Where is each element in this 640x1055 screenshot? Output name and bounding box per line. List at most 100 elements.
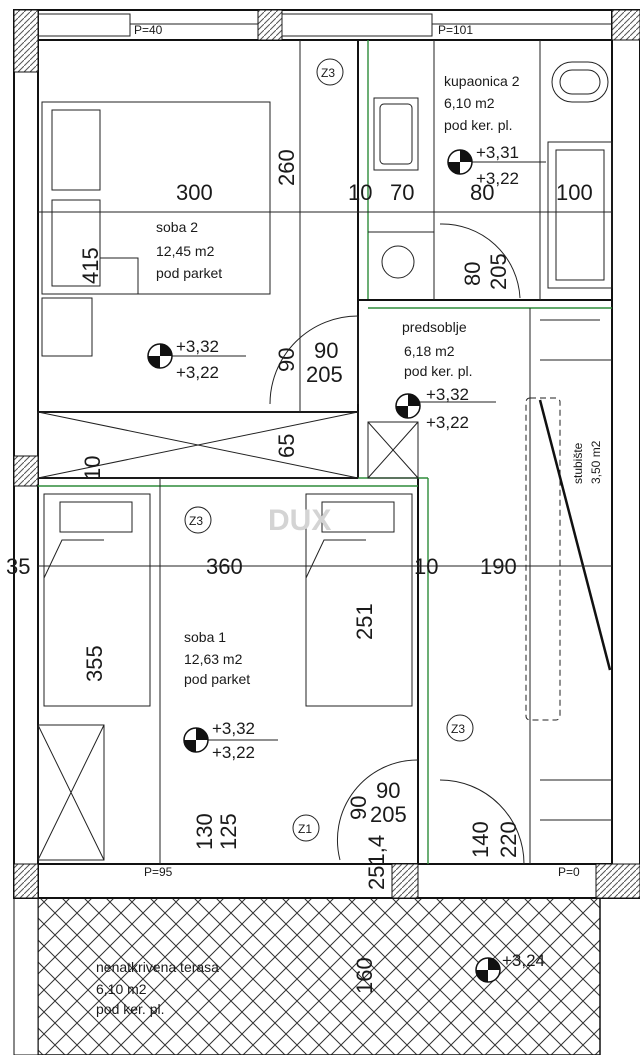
level-soba2-bottom: +3,22	[176, 363, 219, 382]
dim-90v: 90	[274, 348, 299, 372]
room-stubiste-name: stubište	[571, 442, 585, 484]
level-soba1-top: +3,32	[212, 719, 255, 738]
tag-z3-top	[316, 58, 344, 86]
sink	[373, 97, 419, 171]
dim-90c: 90	[376, 778, 400, 803]
level-soba2-top: +3,32	[176, 337, 219, 356]
room-soba2-floor: pod parket	[156, 265, 222, 281]
dim-2514: 251,4	[364, 835, 389, 890]
dim-90a: 90	[314, 338, 338, 363]
window-label-p0: P=0	[558, 865, 580, 879]
level-kup-top: +3,31	[476, 143, 519, 162]
shower	[547, 141, 613, 289]
tag-z3-mid-label: Z3	[189, 514, 203, 528]
room-terasa-area: 6,10 m2	[96, 981, 147, 997]
tag-z1-label: Z1	[298, 822, 312, 836]
room-soba2-area: 12,45 m2	[156, 243, 215, 259]
watermark: DUX	[268, 504, 331, 537]
dim-65: 65	[274, 434, 299, 458]
bed-soba1-left	[43, 493, 151, 707]
dim-355: 355	[82, 645, 107, 682]
level-kup-bottom: +3,22	[476, 169, 519, 188]
room-kupaonica-area: 6,10 m2	[444, 95, 495, 111]
level-pred-top: +3,32	[426, 385, 469, 404]
tag-z3-right	[446, 714, 474, 742]
room-kupaonica-floor: pod ker. pl.	[444, 117, 513, 133]
level-soba1-bottom: +3,22	[212, 743, 255, 762]
right-wall	[611, 9, 640, 899]
room-soba1-floor: pod parket	[184, 671, 250, 687]
dim-251a: 251	[352, 603, 377, 640]
dim-125: 125	[216, 813, 241, 850]
dim-205c: 205	[370, 802, 407, 827]
dim-190: 190	[480, 554, 517, 579]
window-top-left	[37, 13, 131, 37]
dim-130: 130	[192, 813, 217, 850]
room-soba2-name: soba 2	[156, 219, 198, 235]
column-tm	[257, 9, 283, 41]
dim-300: 300	[176, 180, 213, 205]
dim-140: 140	[468, 821, 493, 858]
dim-415: 415	[78, 247, 103, 284]
room-stubiste-area: 3,50 m2	[589, 440, 603, 484]
room-soba1-name: soba 1	[184, 629, 226, 645]
left-wall	[13, 9, 39, 899]
room-predsoblje-floor: pod ker. pl.	[404, 363, 473, 379]
room-predsoblje-name: predsoblje	[402, 319, 467, 335]
dim-70: 70	[390, 180, 414, 205]
window-label-p101: P=101	[438, 23, 473, 37]
column-tr	[611, 9, 640, 41]
column-tl	[13, 9, 39, 73]
staircase	[525, 397, 561, 721]
dim-100: 100	[556, 180, 593, 205]
dim-35: 35	[6, 554, 30, 579]
bed-soba1-right	[305, 493, 413, 707]
terrace-floor	[37, 897, 601, 1055]
level-marker-terasa	[475, 957, 501, 983]
room-soba1-area: 12,63 m2	[184, 651, 243, 667]
dim-205b: 205	[306, 362, 343, 387]
room-terasa-floor: pod ker. pl.	[96, 1001, 165, 1017]
room-kupaonica-name: kupaonica 2	[444, 73, 520, 89]
level-pred-bottom: +3,22	[426, 413, 469, 432]
dim-10b: 10	[414, 554, 438, 579]
column-ml	[13, 455, 39, 487]
door-soba2	[269, 315, 359, 405]
dim-360: 360	[206, 554, 243, 579]
tag-z3-top-label: Z3	[321, 66, 335, 80]
terrace-rail	[13, 897, 39, 1055]
level-marker-soba2	[147, 343, 173, 369]
dim-260: 260	[274, 149, 299, 186]
dim-80b: 80	[460, 262, 485, 286]
dim-90v2: 90	[346, 796, 371, 820]
dim-10a: 10	[348, 180, 372, 205]
dim-205a: 205	[486, 253, 511, 290]
column-bl	[13, 863, 39, 899]
tag-z3-right-label: Z3	[451, 722, 465, 736]
door-terrace	[439, 779, 525, 865]
window-top-mid	[281, 13, 433, 37]
dim-10v: 10	[80, 456, 105, 480]
window-label-p40: P=40	[134, 23, 163, 37]
bed-soba2	[41, 101, 271, 295]
room-predsoblje-area: 6,18 m2	[404, 343, 455, 359]
bottom-wall	[37, 863, 613, 899]
dim-220: 220	[496, 821, 521, 858]
level-marker-predsoblje	[395, 393, 421, 419]
toilet	[551, 61, 609, 103]
column-bm	[391, 863, 419, 899]
door-kupaonica	[439, 223, 521, 299]
level-marker-kupaonica	[447, 149, 473, 175]
door-soba1	[336, 759, 419, 861]
level-marker-soba1	[183, 727, 209, 753]
level-terasa: +3,24	[502, 951, 545, 970]
washing-machine	[381, 245, 415, 279]
tag-z1	[292, 814, 320, 842]
room-terasa-name: nenatkrivena terasa	[96, 959, 219, 975]
tag-z3-mid	[184, 506, 212, 534]
dim-80: 80	[470, 180, 494, 205]
dim-160: 160	[352, 957, 377, 994]
column-br	[595, 863, 640, 899]
window-label-p95: P=95	[144, 865, 173, 879]
